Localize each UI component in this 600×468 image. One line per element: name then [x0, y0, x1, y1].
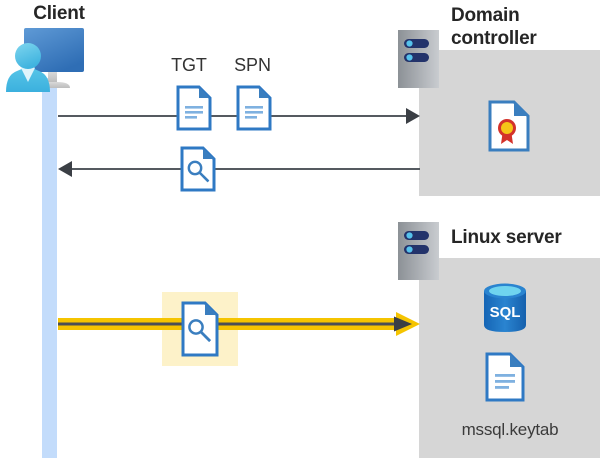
svg-text:SQL: SQL [490, 304, 521, 321]
client-to-dc-request-arrow [58, 106, 420, 126]
spn-label: SPN [234, 55, 271, 75]
client-workstation-icon [4, 26, 104, 96]
domain-controller-title: Domain controller [451, 4, 600, 50]
client-title: Client [33, 3, 85, 24]
highlighted-key-document-icon [181, 301, 219, 357]
certificate-document-icon [488, 100, 530, 152]
dc-to-client-response-arrow [58, 159, 420, 179]
domain-controller-server-rack-icon [398, 30, 439, 88]
ticket-key-document-icon [180, 146, 216, 192]
tgt-label: TGT [171, 55, 207, 75]
client-lifeline [42, 78, 57, 458]
keytab-document-icon [485, 352, 525, 402]
domain-controller-title-line1: Domain [451, 5, 520, 26]
linux-server-title: Linux server [451, 227, 562, 248]
spn-document-icon [236, 85, 272, 131]
client-to-linux-authenticate-arrow [58, 312, 420, 336]
tgt-document-icon [176, 85, 212, 131]
linux-server-rack-icon [398, 222, 439, 280]
domain-controller-title-line2: controller [451, 28, 537, 49]
keytab-filename-label: mssql.keytab [461, 420, 559, 439]
sql-database-icon: SQL [482, 282, 528, 334]
